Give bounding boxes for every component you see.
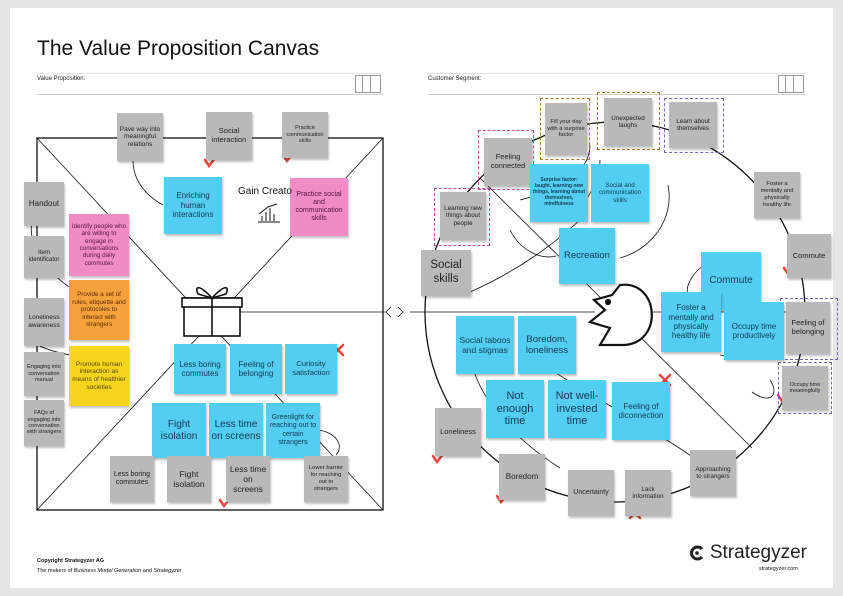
tagline-and: and <box>141 568 154 574</box>
copyright-text: Copyright Strategyzer AG <box>37 558 105 564</box>
strategyzer-mark-icon <box>689 545 703 561</box>
strategyzer-logo: Strategyzer <box>689 542 807 564</box>
sticky-note-pain[interactable]: Approaching to strangers <box>690 450 736 496</box>
sticky-note-pain-reliever[interactable]: Feeling of belonging <box>230 344 282 394</box>
sticky-note-pain[interactable]: Loneliness <box>435 408 481 456</box>
cluster-frame <box>778 362 832 414</box>
sticky-note-gain[interactable]: Recreation <box>559 228 615 284</box>
sticky-note-gain[interactable]: Fill your day with a surprise factor <box>545 103 587 155</box>
sticky-note-product[interactable]: Engaging into conversation manual <box>24 352 64 396</box>
sticky-note-pain-reliever[interactable]: Fight isolation <box>167 456 211 502</box>
sticky-note-pain[interactable]: Social taboos and stigmas <box>456 316 514 374</box>
sticky-note-gain-creator[interactable]: Practice communication skills <box>282 112 328 158</box>
fit-arrow-icon <box>385 306 392 318</box>
sticky-note-job[interactable]: Occupy time productively <box>724 302 784 360</box>
customer-face-icon <box>587 283 653 347</box>
fit-arrow-icon <box>397 306 404 318</box>
sticky-note-gain[interactable]: Learn about themselves <box>669 102 717 148</box>
sticky-note-pain[interactable]: Not enough time <box>486 380 544 438</box>
brand-url[interactable]: strategyzer.com <box>759 566 798 572</box>
sticky-note-pain-reliever[interactable]: Curiosity satisfaction <box>285 344 337 394</box>
sticky-note-gain-creator[interactable]: Social interaction <box>206 112 252 160</box>
sticky-note-pain-reliever[interactable]: Fight isolation <box>152 403 206 458</box>
customer-segment-header: Customer Segment: <box>428 73 806 95</box>
canvas-layout-icon <box>355 75 381 93</box>
cluster-frame <box>597 92 660 150</box>
sticky-note-gain-creator[interactable]: Enriching human interactions <box>164 177 222 234</box>
value-proposition-header: Value Proposition: <box>37 73 383 95</box>
tagline-text: The makers of Business Model Generation … <box>37 568 182 574</box>
sticky-note-product[interactable]: Item identificator <box>24 236 64 278</box>
sticky-note-gain[interactable]: Social skills <box>421 250 471 296</box>
sticky-note-gain[interactable]: Learning new things about people <box>440 192 486 240</box>
gain-creators-label: Gain Creato <box>238 186 292 197</box>
canvas-layout-icon <box>778 75 804 93</box>
sticky-note-pain[interactable]: Boredom <box>499 454 545 500</box>
sticky-note-product[interactable]: FAQs of engaging into conversation with … <box>24 400 64 446</box>
sticky-note-gain[interactable]: Feeling connected <box>484 138 532 186</box>
cluster-frame <box>540 98 590 160</box>
tagline-book: Strategyzer <box>153 568 182 574</box>
sticky-note-pain[interactable]: Not well-invested time <box>548 380 606 438</box>
page-title: The Value Proposition Canvas <box>37 37 320 60</box>
sticky-note-gain[interactable]: Surprise factor: laught, learning new th… <box>530 164 588 222</box>
sticky-note-gain[interactable]: Unexpected laughs <box>604 98 652 146</box>
cluster-frame <box>434 188 490 246</box>
sticky-note-job[interactable]: Foster a mentally and physically healthy… <box>661 292 721 352</box>
sticky-note-pain[interactable]: Boredom, loneliness <box>518 316 576 374</box>
sticky-note-product[interactable]: Provide a set of rules, etiquette and pr… <box>69 280 129 340</box>
sticky-note-pain[interactable]: Uncertainty <box>568 470 614 516</box>
sticky-note-job[interactable]: Commute <box>787 234 831 278</box>
sticky-note-job[interactable]: Feeling of belonging <box>786 302 830 354</box>
cluster-frame <box>664 98 724 153</box>
cluster-frame <box>478 130 534 190</box>
sticky-note-job[interactable]: Occupy time meaningfully <box>782 366 828 410</box>
sticky-note-pain[interactable]: Feeling of diconnection <box>612 382 670 440</box>
sticky-note-pain-reliever[interactable]: Less time on screens <box>209 403 263 458</box>
tagline-prefix: The makers of <box>37 568 74 574</box>
sticky-note-pain-reliever[interactable]: Less boring commutes <box>174 344 226 394</box>
sticky-note-pain-reliever[interactable]: Less time on screens <box>226 456 270 502</box>
sticky-note-gain[interactable]: Social and communication skills <box>591 164 649 222</box>
gift-icon <box>181 286 243 337</box>
sticky-note-product[interactable]: Loneliness awareness <box>24 298 64 346</box>
customer-segment-label: Customer Segment: <box>428 76 482 82</box>
sticky-note-pain[interactable]: Lack information <box>625 470 671 516</box>
sticky-note-product[interactable]: Promote human interaction as means of he… <box>69 346 129 406</box>
sticky-note-gain[interactable]: Foster a mentally and physically healthy… <box>754 172 800 218</box>
sticky-note-gain-creator[interactable]: Pave way into meaningful relations <box>117 113 163 161</box>
tagline-book: Business Model Generation <box>73 568 142 574</box>
sticky-note-gain-creator[interactable]: Practice social and communication skills <box>290 178 348 236</box>
sticky-note-pain-reliever[interactable]: Greenlight for reaching out to certain s… <box>266 403 320 458</box>
value-proposition-label: Value Proposition: <box>37 76 86 82</box>
sticky-note-pain-reliever[interactable]: Lower barrier for reaching out to strang… <box>304 456 348 502</box>
sticky-note-pain-reliever[interactable]: Less boring commutes <box>110 456 154 502</box>
brand-name: Strategyzer <box>709 542 807 563</box>
customer-profile-divider <box>479 177 616 313</box>
sticky-note-product[interactable]: Identify people who are willing to engag… <box>69 214 129 276</box>
sticky-note-product[interactable]: Handout <box>24 182 64 226</box>
chart-icon <box>258 203 280 223</box>
